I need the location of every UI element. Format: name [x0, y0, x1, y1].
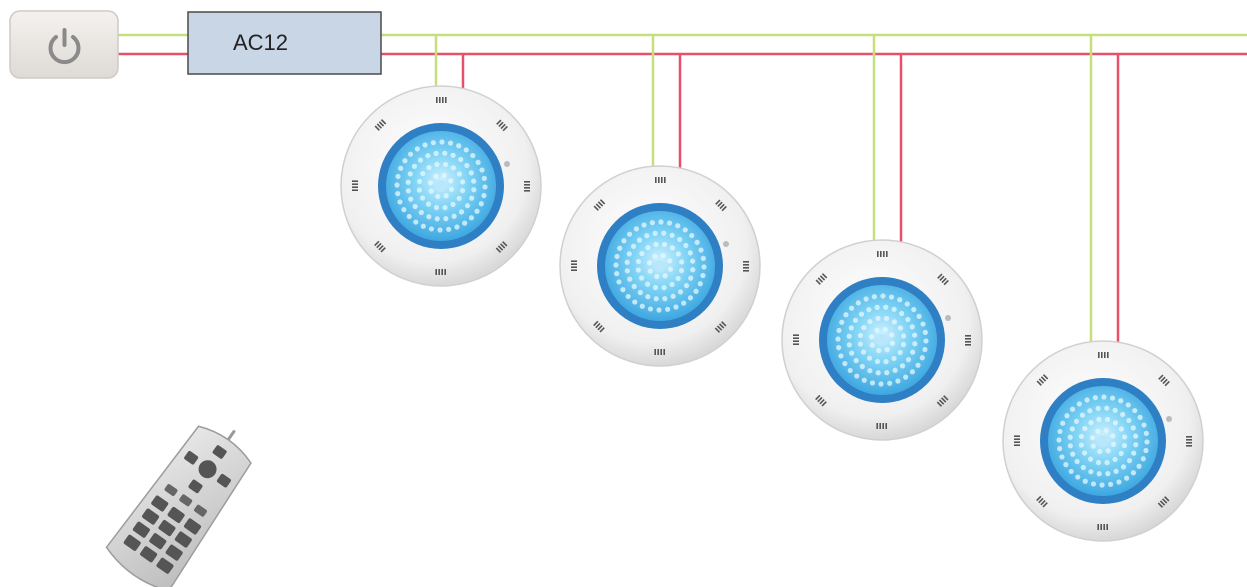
pool-light-icon — [340, 85, 542, 287]
power-switch — [9, 10, 119, 79]
pool-light-icon — [781, 239, 983, 441]
pool-light-icon — [559, 165, 761, 367]
pool-lights — [340, 85, 1204, 542]
remote-control-icon — [105, 425, 252, 587]
pool-light-icon — [1002, 340, 1204, 542]
controller-box: AC12 — [187, 11, 382, 75]
controller-label: AC12 — [233, 30, 288, 55]
power-icon — [48, 28, 81, 65]
